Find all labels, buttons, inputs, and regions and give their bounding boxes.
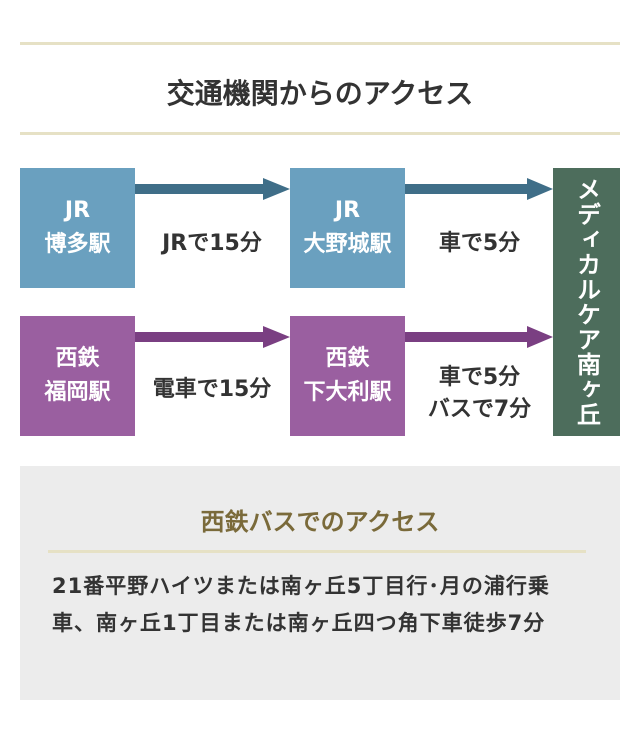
station-name: 下大利駅 <box>303 380 392 405</box>
transit-nishitetsu-leg1: 電車で15分 <box>152 377 272 402</box>
station-name: 博多駅 <box>44 232 111 257</box>
arrow-right-icon <box>405 326 553 348</box>
station-nishitetsu-shimoori: 西鉄 下大利駅 <box>290 316 405 436</box>
station-line-label: 西鉄 <box>55 346 100 371</box>
bus-access-title: 西鉄バスでのアクセス <box>200 508 440 536</box>
destination-box: メディカルケア南ヶ丘 <box>553 168 620 436</box>
transit-nishitetsu-leg2: 車で5分 バスで7分 <box>407 362 552 426</box>
station-name: 福岡駅 <box>44 380 111 405</box>
station-line-label: JR <box>334 198 361 223</box>
station-jr-onojo: JR 大野城駅 <box>290 168 405 288</box>
page-title: 交通機関からのアクセス <box>166 77 474 110</box>
transit-jr-leg2: 車で5分 <box>438 231 521 256</box>
station-nishitetsu-fukuoka: 西鉄 福岡駅 <box>20 316 135 436</box>
destination-label: メディカルケア南ヶ丘 <box>572 177 601 427</box>
station-jr-hakata: JR 博多駅 <box>20 168 135 288</box>
bus-title-underline <box>48 550 586 553</box>
title-underline <box>20 132 620 135</box>
station-line-label: 西鉄 <box>325 346 370 371</box>
station-name: 大野城駅 <box>303 232 392 257</box>
transit-car-time: 車で5分 <box>438 365 521 390</box>
station-line-label: JR <box>64 198 91 223</box>
transit-jr-leg1: JRで15分 <box>162 231 262 256</box>
top-rule <box>20 42 620 45</box>
arrow-right-icon <box>135 178 290 200</box>
arrow-right-icon <box>405 178 553 200</box>
bus-access-description: 21番平野ハイツまたは南ヶ丘5丁目行･月の浦行乗車、南ヶ丘1丁目または南ヶ丘四つ… <box>52 574 550 635</box>
arrow-right-icon <box>135 326 290 348</box>
transit-bus-time: バスで7分 <box>427 397 532 422</box>
bus-access-panel: 西鉄バスでのアクセス 21番平野ハイツまたは南ヶ丘5丁目行･月の浦行乗車、南ヶ丘… <box>20 466 620 700</box>
